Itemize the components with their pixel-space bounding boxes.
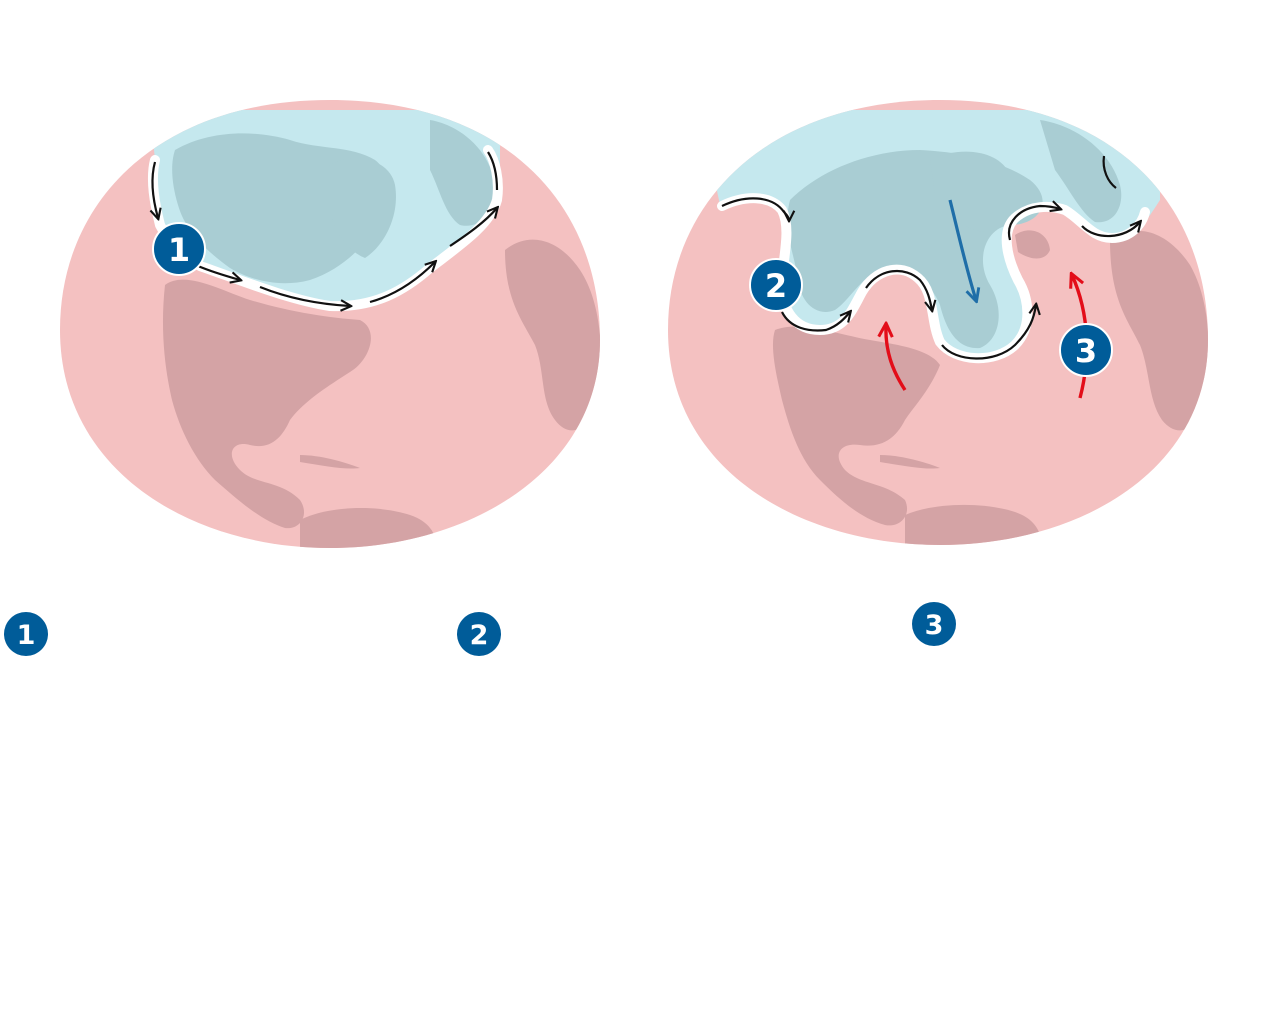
svg-text:2: 2 (470, 620, 489, 651)
greenland-landmass (930, 151, 1011, 232)
svg-text:3: 3 (925, 610, 944, 641)
warm-air-arrow-west (886, 325, 907, 391)
svg-text:1: 1 (17, 620, 36, 651)
badge-2: 2 (749, 258, 803, 312)
globe-wavy-jet-stream: 2 3 (668, 100, 1208, 545)
badge-1: 1 (152, 222, 206, 276)
greenland-landmass (328, 157, 396, 258)
jet-stream-arrows (721, 155, 1140, 360)
eurasia-arctic-landmass (1040, 120, 1122, 223)
caribbean-islands (300, 455, 360, 469)
south-america-landmass (905, 504, 1041, 545)
svg-text:1: 1 (168, 231, 190, 269)
globe-straight-jet-stream: 1 (60, 100, 600, 548)
europe-africa-landmass (505, 239, 600, 431)
legend-badge-1: 1 (4, 612, 48, 656)
svg-text:2: 2 (765, 267, 787, 305)
jet-stream-arrows (152, 151, 497, 306)
jet-stream-band (147, 145, 503, 312)
caribbean-islands (880, 455, 940, 469)
legend: 1 2 3 (4, 602, 956, 656)
legend-badge-3: 3 (912, 602, 956, 646)
badge-3: 3 (1059, 323, 1113, 377)
europe-africa-landmass (1110, 231, 1208, 431)
eurasia-arctic-landmass (430, 120, 496, 226)
iberia-landmass (1015, 230, 1050, 259)
cold-air-arrow (948, 199, 976, 300)
north-america-landmass (162, 279, 371, 529)
legend-badge-2: 2 (457, 612, 501, 656)
svg-text:3: 3 (1075, 332, 1097, 370)
